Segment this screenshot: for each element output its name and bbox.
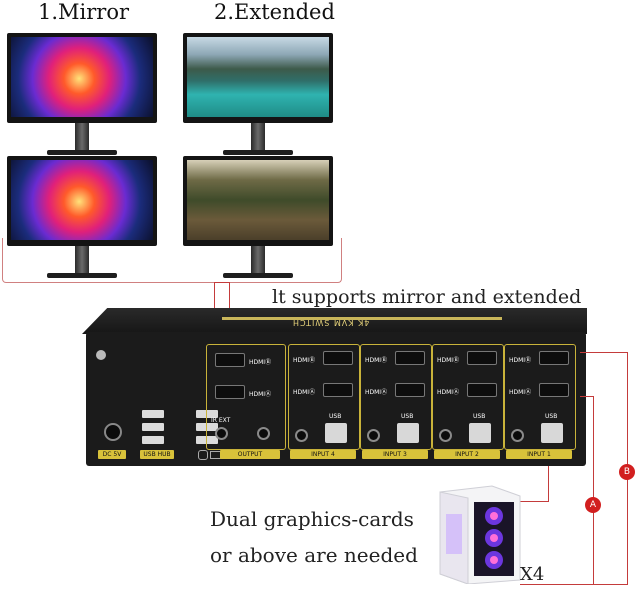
note-line-1: Dual graphics-cards (210, 507, 414, 531)
hdmi-b-label: HDMIⒷ (293, 357, 316, 364)
display-image (187, 37, 329, 117)
audio-in-jack (295, 429, 308, 442)
hdmi-b-label: HDMIⒷ (365, 357, 388, 364)
usb-device-port (196, 410, 218, 418)
input-4-label: INPUT 4 (290, 450, 356, 459)
badge-b: B (619, 464, 635, 480)
input-4-panel: HDMIⒷ HDMIⒶ USB (288, 344, 360, 450)
hdmi-port (215, 385, 245, 399)
note-line-2: or above are needed (210, 543, 418, 567)
usb-hub-port (142, 410, 164, 418)
dc-label: DC 5V (98, 450, 126, 459)
kvm-switch: 4K KVM SWITCH DC 5V USB HUB HDMIⒷ HDMIⒶ … (82, 308, 587, 468)
input-1-label: INPUT 1 (506, 450, 572, 459)
input-2-panel: HDMIⒷ HDMIⒶ USB (432, 344, 504, 450)
usb-hub-port (142, 423, 164, 431)
ir-ext-jack (215, 427, 228, 440)
usb-label: USB (401, 413, 414, 420)
dc-power-jack (104, 423, 122, 441)
hdmi-port (395, 383, 425, 397)
hdmi-port (467, 383, 497, 397)
pc-tower-image (432, 484, 524, 585)
audio-out-jack (257, 427, 270, 440)
audio-in-jack (511, 429, 524, 442)
usb-label: USB (329, 413, 342, 420)
hdmi-a-label: HDMIⒶ (249, 391, 272, 398)
hdmi-a-label: HDMIⒶ (293, 389, 316, 396)
hdmi-port (215, 353, 245, 367)
hdmi-port (323, 383, 353, 397)
hdmi-port (467, 351, 497, 365)
display-image (11, 160, 153, 240)
caption-text: lt supports mirror and extended (272, 286, 582, 308)
hdmi-b-label: HDMIⒷ (509, 357, 532, 364)
hdmi-port (539, 383, 569, 397)
kvm-top-label: 4K KVM SWITCH (292, 318, 370, 327)
ir-ext-label: IR EXT (211, 417, 231, 424)
hdmi-b-label: HDMIⒷ (249, 359, 272, 366)
monitor-group-bracket (2, 238, 342, 283)
input-3-label: INPUT 3 (362, 450, 428, 459)
extended-heading: 2.Extended (214, 0, 335, 24)
mouse-icon (198, 450, 208, 460)
usb-device-port (196, 423, 218, 431)
hdmi-port (323, 351, 353, 365)
usb-label: USB (545, 413, 558, 420)
usb-hub-port (142, 436, 164, 444)
usb-device-port (196, 436, 218, 444)
hdmi-port (395, 351, 425, 365)
ground-screw-icon (96, 350, 106, 360)
output-label: OUTPUT (220, 450, 280, 459)
usb-b-port (397, 423, 419, 443)
display-image (11, 37, 153, 117)
hdmi-a-label: HDMIⒶ (365, 389, 388, 396)
audio-in-jack (439, 429, 452, 442)
multiplier-label: X4 (520, 564, 545, 585)
hdmi-port (539, 351, 569, 365)
hdmi-b-label: HDMIⒷ (437, 357, 460, 364)
hdmi-a-label: HDMIⒶ (437, 389, 460, 396)
input-3-panel: HDMIⒷ HDMIⒶ USB (360, 344, 432, 450)
usb-hub-label: USB HUB (140, 450, 174, 459)
usb-b-port (469, 423, 491, 443)
audio-in-jack (367, 429, 380, 442)
usb-b-port (541, 423, 563, 443)
input-2-label: INPUT 2 (434, 450, 500, 459)
display-image (187, 160, 329, 240)
hdmi-a-label: HDMIⒶ (509, 389, 532, 396)
badge-a: A (585, 497, 601, 513)
mirror-heading: 1.Mirror (38, 0, 130, 24)
input-1-panel: HDMIⒷ HDMIⒶ USB (504, 344, 576, 450)
output-panel: HDMIⒷ HDMIⒶ IR EXT (206, 344, 286, 450)
usb-label: USB (473, 413, 486, 420)
usb-b-port (325, 423, 347, 443)
